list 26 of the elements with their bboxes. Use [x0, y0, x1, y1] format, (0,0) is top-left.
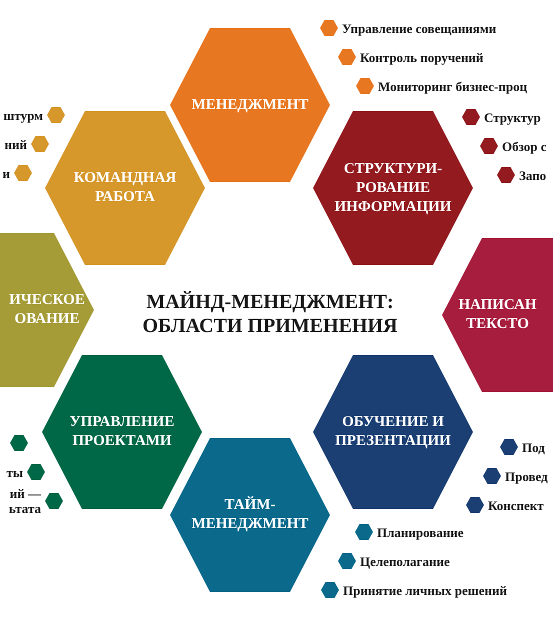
bullet-text: ий — ьтата — [8, 486, 41, 516]
bullet-text: Планирование — [377, 524, 464, 540]
area-label: СТРУКТУРИ- РОВАНИЕ ИНФОРМАЦИИ — [334, 160, 452, 216]
bullet-text: ний — [4, 136, 27, 152]
bullet-text: Конспект — [488, 498, 544, 512]
bullet-text: ты — [5, 464, 23, 480]
bullet-text: Структур — [484, 110, 541, 124]
diagram-title: МАЙНД-МЕНЕДЖМЕНТ: ОБЛАСТИ ПРИМЕНЕНИЯ — [142, 290, 398, 338]
area-label: КОМАНДНАЯ РАБОТА — [72, 169, 178, 207]
bullet-text: Целеполагание — [360, 554, 450, 568]
bullet-text: Обзор с — [502, 138, 547, 154]
bullet-text: Принятие личных решений — [343, 582, 507, 598]
bullet-text: штурм — [2, 108, 43, 122]
bullet-text: Запо — [519, 168, 546, 182]
bullet-text: и — [2, 166, 10, 180]
bullet-text: Управление совещаниями — [342, 20, 496, 36]
bullet-text: Провед — [505, 468, 548, 484]
area-label: МЕНЕДЖМЕНТ — [190, 96, 310, 114]
bullet-text: Мониторинг бизнес-проц — [378, 78, 528, 94]
bullet-text: Под — [522, 440, 545, 454]
area-label: УПРАВЛЕНИЕ ПРОЕКТАМИ — [68, 413, 176, 451]
bullet-text: Контроль поручений — [360, 50, 484, 64]
area-label: ОБУЧЕНИЕ И ПРЕЗЕНТАЦИИ — [334, 413, 452, 451]
area-label: ТАЙМ- МЕНЕДЖМЕНТ — [190, 496, 310, 534]
area-label: ИЧЕСКОЕ ОВАНИЕ — [8, 291, 86, 329]
area-label: НАПИСАН ТЕКСТО — [457, 296, 538, 334]
